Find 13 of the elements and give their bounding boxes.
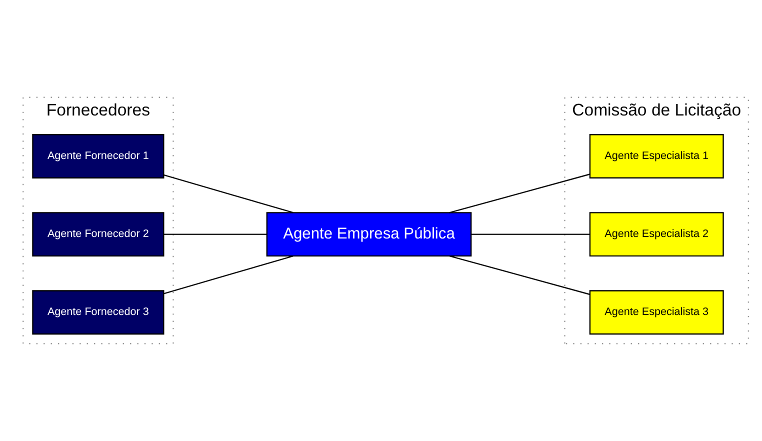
node-box: Agente Especialista 1 bbox=[589, 134, 724, 178]
node-box: Agente Fornecedor 1 bbox=[32, 134, 164, 178]
node-box: Agente Fornecedor 2 bbox=[32, 212, 164, 257]
node-box: Agente Empresa Pública bbox=[266, 212, 472, 257]
connector bbox=[449, 255, 590, 295]
node-box: Agente Fornecedor 3 bbox=[32, 290, 164, 335]
node-box: Agente Especialista 2 bbox=[589, 212, 724, 257]
connector bbox=[471, 234, 590, 235]
connector bbox=[164, 234, 267, 235]
connector bbox=[449, 174, 590, 214]
connector bbox=[164, 174, 294, 214]
node-box: Agente Especialista 3 bbox=[589, 290, 724, 335]
connector bbox=[164, 255, 294, 294]
